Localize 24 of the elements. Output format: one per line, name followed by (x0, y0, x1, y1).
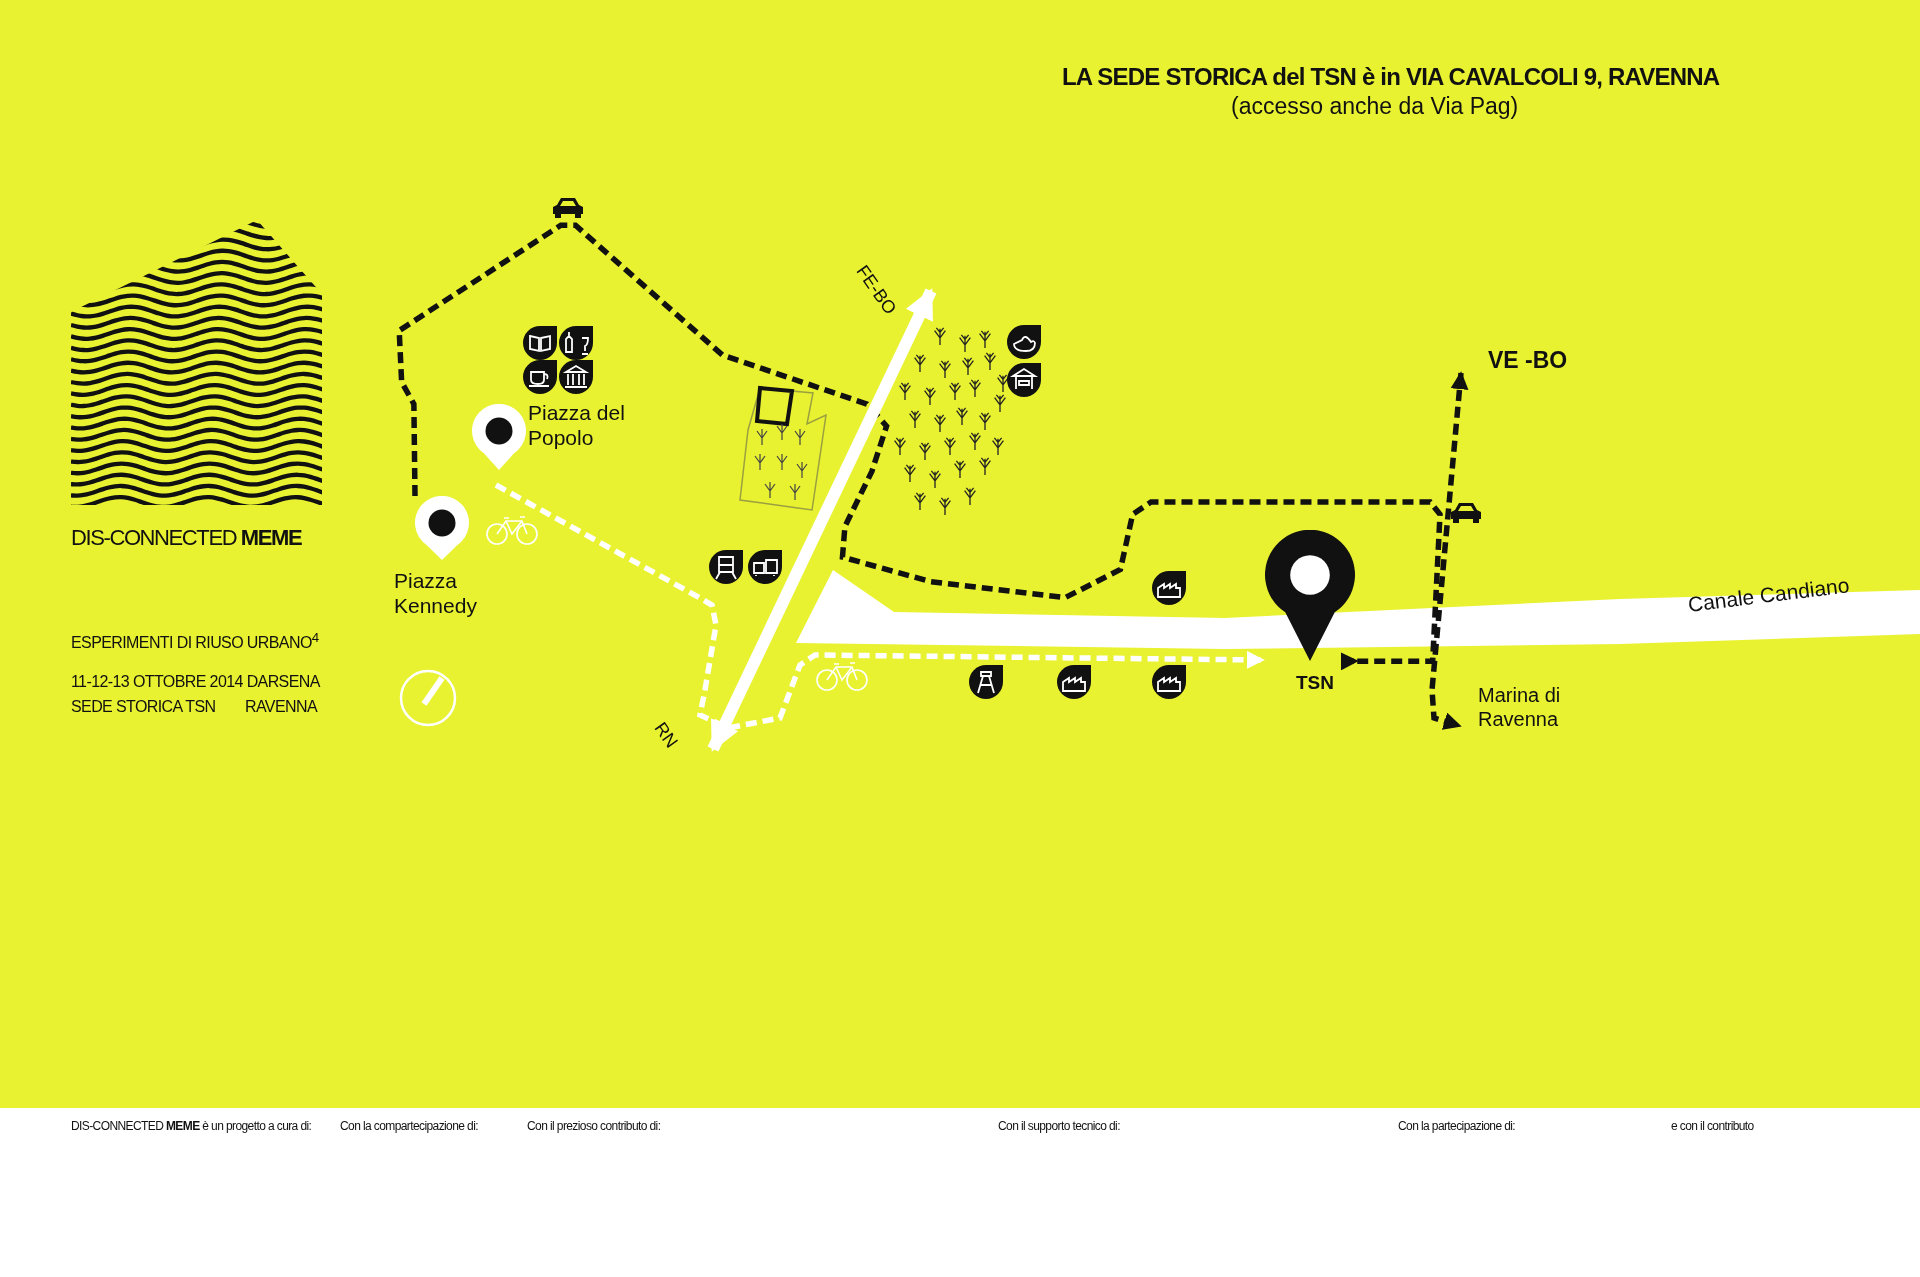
place-name: TSN (1296, 672, 1334, 695)
tagline: ESPERIMENTI DI RIUSO URBANO$^{4}$ (71, 630, 319, 653)
place-name: Piazza del Popolo (528, 400, 626, 451)
subtitle: (accesso anche da Via Pag) (1231, 93, 1519, 120)
route-arrow (396, 222, 1443, 671)
city-text: RAVENNA (245, 698, 317, 716)
credit-text: Con il prezioso contributo di: (527, 1119, 661, 1133)
place-name: Marina di Ravenna (1478, 683, 1562, 731)
credit-text: Con la partecipazione di: (1398, 1119, 1516, 1133)
credit-text: Con il supporto tecnico di: (998, 1119, 1120, 1133)
route-arrow (494, 482, 1265, 731)
railway-line (707, 288, 937, 752)
place-name: RN (649, 718, 682, 753)
event-dates: 11-12-13 OTTOBRE 2014 DARSENA (71, 673, 320, 691)
place-name: VE -BO (1488, 347, 1568, 375)
place-name: Piazza Kennedy (394, 568, 478, 619)
project-name: DIS-CONNECTED MEME (71, 525, 302, 551)
credit-text: Con la compartecipazione di: (340, 1119, 478, 1133)
place-name: Canale Candiano (1686, 572, 1851, 618)
venue-text: SEDE STORICA TSN (71, 698, 216, 716)
credit-text: e con il contributo (1671, 1119, 1754, 1133)
route-arrow (1429, 371, 1469, 730)
credit-text: DIS-CONNECTED MEME è un progetto a cura di: (71, 1119, 312, 1133)
title: LA SEDE STORICA del TSN è in VIA CAVALCOLI 9, RAVENNA (1062, 63, 1720, 91)
